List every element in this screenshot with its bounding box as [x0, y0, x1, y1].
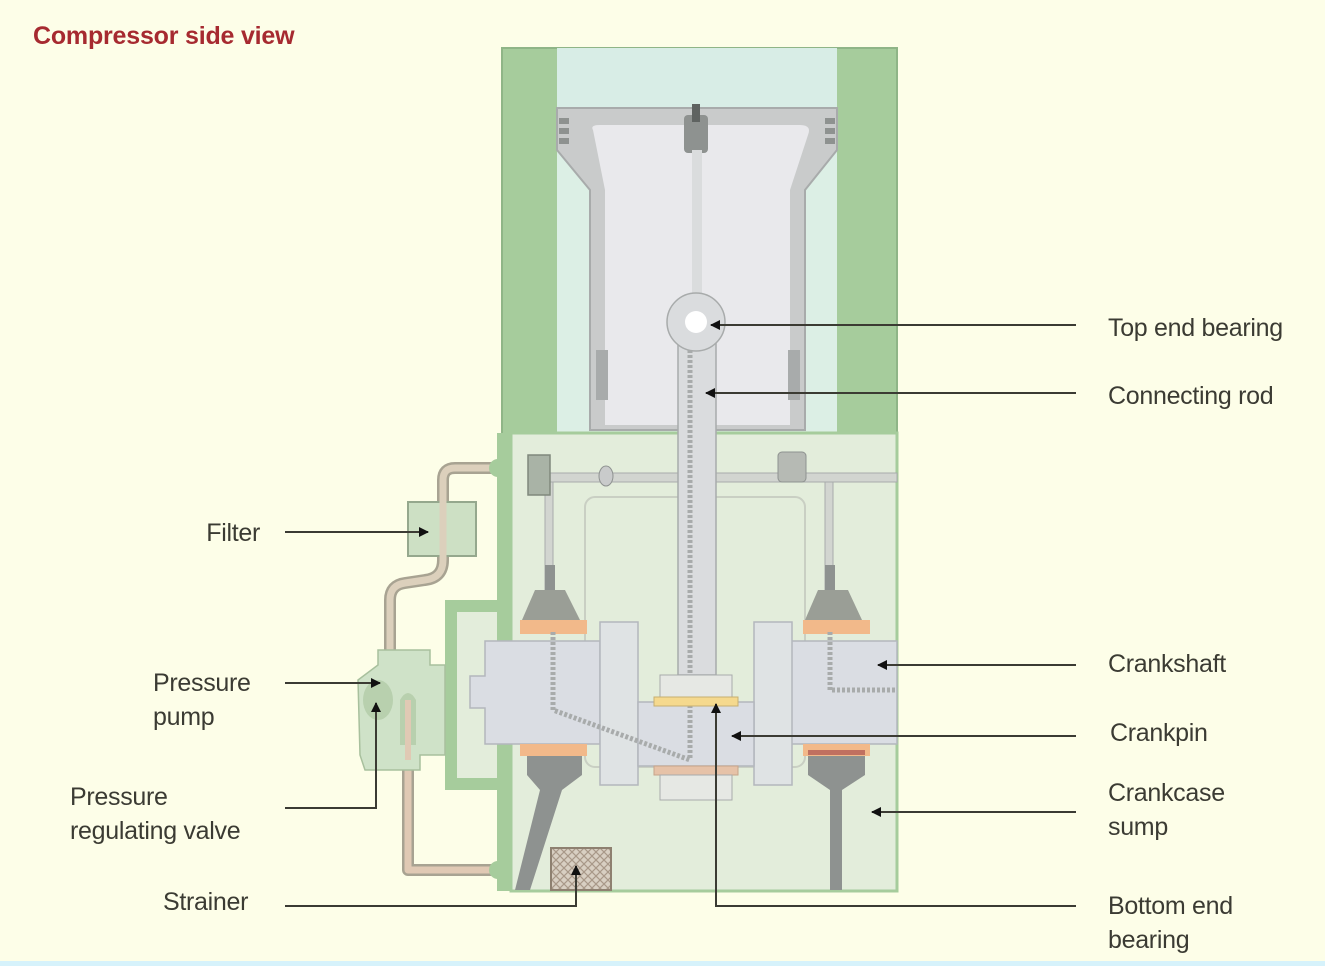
label-crankshaft-text: Crankshaft	[1108, 650, 1226, 678]
label-pressure-regulating-valve: Pressure regulating valve	[70, 780, 241, 848]
label-prv-line1: Pressure	[70, 783, 168, 811]
label-bottom-end-bearing: Bottom end bearing	[1108, 889, 1233, 957]
label-pressure-pump-line1: Pressure	[153, 669, 251, 697]
leader-pressure-regulating-valve	[285, 702, 381, 809]
strainer	[550, 847, 612, 891]
diagram-title: Compressor side view	[33, 22, 295, 50]
label-pressure-pump-line2: pump	[153, 703, 215, 731]
label-crankpin-text: Crankpin	[1110, 719, 1208, 747]
main-bearing-left-upper	[520, 565, 587, 634]
label-pressure-pump: Pressure pump	[153, 666, 251, 734]
label-filter: Filter	[160, 516, 260, 550]
leader-strainer	[285, 865, 581, 907]
leader-lines	[285, 320, 1076, 907]
main-bearing-left-lower	[515, 744, 587, 890]
label-bottom-end-bearing-line2: bearing	[1108, 926, 1190, 954]
label-strainer: Strainer	[163, 885, 248, 919]
crankshaft	[469, 621, 898, 786]
label-crankcase-sump: Crankcase sump	[1108, 776, 1225, 844]
label-crankcase-sump-line2: sump	[1108, 813, 1168, 841]
label-crankcase-sump-line1: Crankcase	[1108, 779, 1225, 807]
piston	[556, 104, 838, 431]
label-filter-text: Filter	[206, 519, 260, 547]
label-prv-line2: regulating valve	[70, 817, 241, 845]
label-top-end-bearing: Top end bearing	[1108, 311, 1283, 345]
main-bearing-right-upper	[803, 565, 870, 634]
leader-bottom-end-bearing	[711, 703, 1076, 907]
pressure-pump	[357, 649, 446, 771]
label-connecting-rod-text: Connecting rod	[1108, 382, 1274, 410]
connecting-rod	[653, 292, 739, 801]
label-crankpin: Crankpin	[1110, 716, 1208, 750]
label-connecting-rod: Connecting rod	[1108, 379, 1274, 413]
label-top-end-bearing-text: Top end bearing	[1108, 314, 1283, 342]
label-bottom-end-bearing-line1: Bottom end	[1108, 892, 1233, 920]
bottom-edge-bar	[0, 961, 1325, 966]
main-bearing-right-lower	[803, 744, 870, 890]
label-crankshaft: Crankshaft	[1108, 647, 1226, 681]
label-strainer-text: Strainer	[163, 888, 249, 916]
